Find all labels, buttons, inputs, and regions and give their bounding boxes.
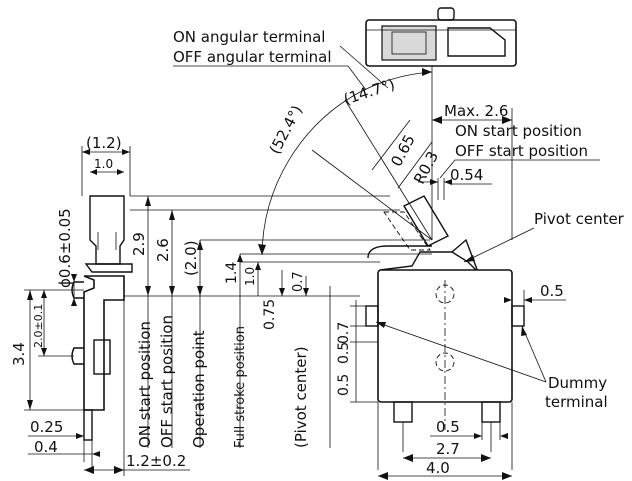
on-start-position-v-label: ON start position xyxy=(136,321,154,448)
dim-0-5-side-a-label: 0.5 xyxy=(336,342,352,364)
off-angular-terminal-label: OFF angular terminal xyxy=(173,48,332,66)
dim-0-7-side-label: 0.7 xyxy=(336,322,352,344)
dim-0-54-label: 0.54 xyxy=(450,166,483,184)
on-angular-terminal-label: ON angular terminal xyxy=(173,28,325,46)
dim-1-2-paren-label: (1.2) xyxy=(86,134,122,152)
dim-r-0-3-label: R0.3 xyxy=(410,148,442,187)
side-view xyxy=(71,195,133,441)
dim-0-5-right-label: 0.5 xyxy=(540,282,564,300)
off-start-position-label: OFF start position xyxy=(455,142,588,160)
dim-0-5-side-b-label: 0.5 xyxy=(336,374,352,396)
dim-3-4-label: 3.4 xyxy=(10,342,28,366)
dim-1-0-top-label: 1.0 xyxy=(94,157,113,171)
dim-0-5-bottom-label: 0.5 xyxy=(436,418,460,436)
dim-0-7-top-label: 0.7 xyxy=(291,271,306,292)
dummy-terminal-label-1: Dummy xyxy=(548,374,607,392)
on-start-position-label: ON start position xyxy=(455,122,582,140)
operation-point-v-label: Operation point xyxy=(190,330,208,448)
dim-2-0-paren-label: (2.0) xyxy=(182,240,200,276)
dim-1-4-label: 1.4 xyxy=(224,262,240,284)
dim-1-0-mid-label: 1.0 xyxy=(243,267,257,286)
pivot-center-label: Pivot center xyxy=(534,210,625,228)
dim-2-9-label: 2.9 xyxy=(130,232,148,256)
dim-2-0-tol-label: 2.0±0.1 xyxy=(32,304,45,348)
dim-2-7-label: 2.7 xyxy=(436,440,460,458)
dim-0-25-label: 0.25 xyxy=(30,418,63,436)
dim-4-0-label: 4.0 xyxy=(426,459,450,477)
angle-52-4-label: (52.4°) xyxy=(266,102,307,157)
dim-0-65-label: 0.65 xyxy=(387,132,419,170)
dummy-terminal-label-2: terminal xyxy=(545,393,608,411)
pivot-center-v-label: (Pivot center) xyxy=(292,346,310,448)
dim-2-6-label: 2.6 xyxy=(154,238,172,262)
top-view xyxy=(365,7,517,67)
dim-0-4-label: 0.4 xyxy=(34,438,58,456)
front-view xyxy=(365,195,525,430)
max-2-6-label: Max. 2.6 xyxy=(444,102,508,120)
off-start-position-v-label: OFF start position xyxy=(158,315,176,448)
phi-0-6-label: ϕ0.6±0.05 xyxy=(56,208,74,288)
angle-14-7-label: (14.7°) xyxy=(341,75,397,108)
full-stroke-position-v-label: Full stroke position xyxy=(233,326,248,448)
height-dimensions xyxy=(124,195,432,448)
dim-1-2-tol-label: 1.2±0.2 xyxy=(126,452,186,470)
dim-0-75-label: 0.75 xyxy=(262,299,278,330)
angle-arcs xyxy=(258,66,433,256)
